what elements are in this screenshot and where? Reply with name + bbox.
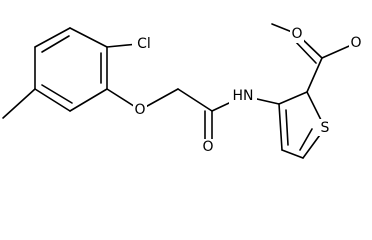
bond xyxy=(69,88,108,112)
amide-carbonyl-oxygen-label: O xyxy=(202,139,213,155)
bond xyxy=(69,27,108,48)
atom-label-background xyxy=(229,88,257,105)
bond xyxy=(177,88,213,112)
bond xyxy=(34,88,71,112)
bond xyxy=(34,27,71,48)
chlorine-label: Cl xyxy=(137,36,151,52)
bond xyxy=(285,109,289,146)
bond xyxy=(278,103,283,151)
bond xyxy=(299,128,313,151)
sulfur-label: S xyxy=(321,120,330,136)
bond xyxy=(306,57,323,93)
atom-label-background xyxy=(349,34,363,51)
bond xyxy=(41,35,70,53)
bond xyxy=(278,91,308,105)
bond xyxy=(41,84,73,104)
ester-carbonyl-oxygen-label: O xyxy=(350,35,361,51)
amide-nitrogen-label: HN xyxy=(233,88,254,104)
bond xyxy=(2,88,36,119)
bond xyxy=(293,39,317,64)
atom-label-background xyxy=(290,26,304,43)
bond xyxy=(281,149,304,159)
ether-oxygen-label: O xyxy=(134,102,145,118)
atom-label-background xyxy=(132,36,156,53)
atom-label-background xyxy=(133,102,147,119)
atom-label-background xyxy=(201,139,215,156)
molecule-figure: Cl O HN O O O S xyxy=(2,23,363,159)
structure-svg: Cl O HN O O O S xyxy=(2,23,363,159)
atom-label-background xyxy=(318,119,332,136)
ester-methoxy-oxygen-label: O xyxy=(291,26,302,42)
